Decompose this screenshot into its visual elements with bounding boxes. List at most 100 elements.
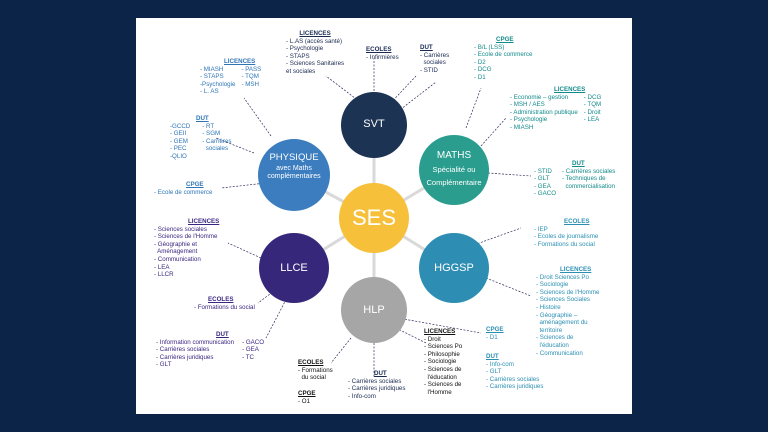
physique-label: PHYSIQUE avec Maths complémentaires <box>258 152 330 181</box>
list-item: - GLT <box>486 368 502 376</box>
hlp-cpge-left-heading: CPGE <box>298 390 316 397</box>
list-item: - Psychologie <box>286 45 324 53</box>
list-item: - Sciences Po <box>424 343 463 351</box>
hlp-ecoles-block: ECOLES - Formations du social <box>298 359 333 382</box>
list-item: - O1 <box>298 397 311 405</box>
svt-dut-block: DUT - Carrières sociales - STID <box>420 44 449 74</box>
list-item: - PASS <box>241 65 262 73</box>
physique-dut-block: DUT -GCCD - GEII - GEM - PEC -QLIO - RT … <box>170 115 232 161</box>
hlp-dut-right-block: DUT - Info-com - GLT - Carrières sociale… <box>486 353 543 391</box>
list-item: - GEA <box>534 182 551 190</box>
node-svt <box>341 92 407 158</box>
list-item: - Sciences de l'Homme <box>154 233 218 241</box>
list-item: - Formations du social <box>534 240 595 248</box>
maths-licences-heading: LICENCES <box>554 86 586 93</box>
list-item: - GLT <box>534 175 550 183</box>
dash-hlp-cpge <box>397 317 482 334</box>
physique-title: PHYSIQUE <box>269 152 319 163</box>
list-item: - Carrières <box>202 137 232 145</box>
list-item: - Formations du social <box>194 303 255 311</box>
hlp-label: HLP <box>363 304 385 316</box>
list-item: - Droit <box>424 335 441 343</box>
list-item: - LEA <box>154 263 170 271</box>
list-item: - LLCR <box>154 271 174 279</box>
node-llce <box>259 233 329 303</box>
list-item: - Info-com <box>486 360 514 368</box>
maths-cpge-heading: CPGE <box>496 36 514 43</box>
list-item: - Sciences Sanitaires <box>286 60 345 68</box>
list-item: - GEM <box>170 137 188 145</box>
physique-dut-heading: DUT <box>196 115 209 122</box>
list-item: - DCG <box>474 66 492 74</box>
dash-physique-cpge <box>220 182 267 189</box>
dash-hlp-ecoles <box>330 337 352 364</box>
list-item: - Carrières sociales <box>562 167 616 175</box>
list-item: - SGM <box>202 130 221 138</box>
dash-maths-licences <box>480 117 507 147</box>
list-item: - Carrières sociales <box>156 346 210 354</box>
hggsp-label: HGGSP <box>434 262 474 274</box>
list-item: - Carrières juridiques <box>156 353 214 361</box>
list-item: - STID <box>534 167 552 175</box>
list-item: aménagement du <box>536 319 588 327</box>
list-item: -QLIO <box>170 152 187 160</box>
node-maths <box>419 135 489 205</box>
list-item: - Psychologie <box>510 116 548 124</box>
dash-hggsp-licences <box>485 277 532 297</box>
list-item: - MSH / AES <box>510 101 545 109</box>
list-item: - GACO <box>242 338 265 346</box>
maths-dut-block: DUT - STID - GLT - GEA - GACO - Carrière… <box>534 160 615 198</box>
list-item: - Carrières sociales <box>348 377 402 385</box>
list-item: - Ecoles de journalisme <box>534 233 599 241</box>
list-item: - MIASH <box>510 123 534 131</box>
list-item: -Psychologie <box>200 80 236 88</box>
list-item: - STAPS <box>200 73 224 81</box>
list-item: - GACO <box>534 190 557 198</box>
list-item: - STID <box>420 66 438 74</box>
list-item: commercialisation <box>562 182 615 190</box>
list-item: - TQM <box>583 101 602 109</box>
list-item: - MSH <box>241 80 259 88</box>
list-item: - Carrières sociales <box>486 375 540 383</box>
physique-cpge-block: CPGE - Ecole de commerce <box>154 181 212 196</box>
list-item: - Communication <box>154 255 201 263</box>
svt-licences-heading: LICENCES <box>299 30 331 37</box>
physique-licences-block: LICENCES - MIASH - STAPS -Psychologie - … <box>200 58 261 96</box>
list-item: - Sciences de <box>424 381 462 389</box>
physique-sub2: complémentaires <box>267 173 321 180</box>
list-item: - Sociologie <box>536 281 569 289</box>
list-item: - Techniques de <box>562 175 606 183</box>
svt-dut-heading: DUT <box>420 44 433 51</box>
list-item: - Sociologie <box>424 358 457 366</box>
dash-physique-licences <box>243 97 272 137</box>
list-item: Aménagement <box>154 248 198 256</box>
list-item: - Sciences de l'Homme <box>536 288 600 296</box>
list-item: - RT <box>202 122 215 130</box>
hlp-licences-block: LICENCES - Droit - Sciences Po - Philoso… <box>424 328 462 396</box>
list-item: - B/L (LSS) <box>474 43 505 51</box>
physique-sub1: avec Maths <box>276 165 312 172</box>
svt-ecoles-block: ECOLES - Infirmières <box>366 46 399 61</box>
node-hlp <box>341 277 407 343</box>
dash-hlp-licences <box>395 327 427 344</box>
list-item: - Carrières juridiques <box>486 383 544 391</box>
list-item: et sociales <box>286 67 316 75</box>
list-item: - Communication <box>536 349 583 357</box>
maths-title: MATHS <box>436 150 472 161</box>
list-item: - Economie – gestion <box>510 93 569 101</box>
hggsp-ecoles-heading: ECOLES <box>564 218 590 225</box>
hggsp-licences-block: LICENCES - Droit Sciences Po - Sociologi… <box>536 266 599 357</box>
list-item: - TQM <box>241 73 259 81</box>
list-item: l'Homme <box>424 388 452 396</box>
list-item: - Sciences de <box>536 334 574 342</box>
hlp-dut-mid-block: DUT - Carrières sociales - Carrières jur… <box>348 370 405 400</box>
ses-label: SES <box>351 205 397 230</box>
list-item: - Ecole de commerce <box>154 188 213 196</box>
mindmap-connectors <box>215 58 532 378</box>
list-item: - Administration publique <box>510 108 578 116</box>
list-item: - PEC <box>170 145 187 153</box>
dash-svt-ecoles <box>391 81 437 117</box>
hlp-cpge-left-block: CPGE - O1 <box>298 390 316 405</box>
physique-licences-heading: LICENCES <box>224 58 256 65</box>
llce-dut-block: DUT - Information communication - Carriè… <box>156 331 264 369</box>
